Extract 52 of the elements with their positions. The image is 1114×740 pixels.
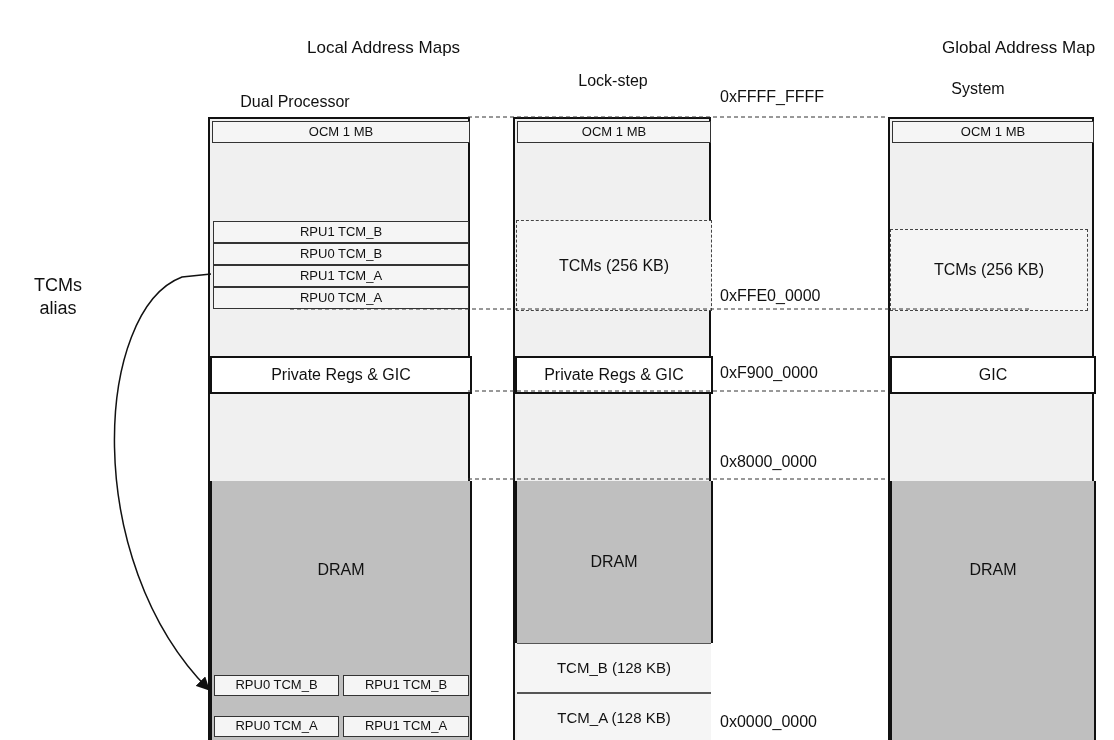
section-heading: Local Address Maps xyxy=(307,38,461,58)
region-label: TCM_B (128 KB) xyxy=(556,659,672,677)
column-title: Dual Processor xyxy=(239,93,351,111)
register-region xyxy=(515,356,713,394)
memory-region xyxy=(212,121,470,143)
dram-region xyxy=(515,481,713,643)
tcm-region xyxy=(517,693,711,740)
memory-region xyxy=(892,121,1094,143)
region-label: GIC xyxy=(978,366,1008,384)
dram-region xyxy=(210,481,472,740)
region-label: TCM_A (128 KB) xyxy=(557,709,671,727)
tcm-alias-region xyxy=(890,229,1088,311)
region-label: Private Regs & GIC xyxy=(271,366,411,384)
column-title: System xyxy=(950,80,1006,98)
register-region xyxy=(210,356,472,394)
address-label: 0x0000_0000 xyxy=(720,713,817,731)
memory-region xyxy=(213,243,469,265)
region-label: RPU1 TCM_B xyxy=(364,678,448,693)
region-label: RPU0 TCM_B xyxy=(299,246,383,262)
region-label: RPU0 TCM_B xyxy=(235,678,318,693)
tcm-alias-region xyxy=(516,220,712,311)
region-label: DRAM xyxy=(317,561,365,579)
region-label: OCM 1 MB xyxy=(581,124,647,140)
column-title: Lock-step xyxy=(577,72,649,90)
edge-label: TCMs alias xyxy=(33,274,83,321)
region-label: Private Regs & GIC xyxy=(544,366,684,384)
memory-region xyxy=(343,675,469,696)
region-label: RPU1 TCM_A xyxy=(299,268,383,284)
memory-region xyxy=(213,287,469,309)
memory-region xyxy=(214,675,339,696)
dram-region xyxy=(890,481,1096,740)
memory-region xyxy=(213,265,469,287)
region-label: RPU1 TCM_B xyxy=(299,224,383,240)
memory-region xyxy=(214,716,339,737)
address-label: 0xFFFF_FFFF xyxy=(720,88,824,106)
memory-region xyxy=(213,221,469,243)
region-label: RPU0 TCM_A xyxy=(235,719,318,734)
region-label: RPU0 TCM_A xyxy=(299,290,383,306)
region-label: DRAM xyxy=(590,553,638,571)
region-label: OCM 1 MB xyxy=(308,124,374,140)
register-region xyxy=(890,356,1096,394)
section-heading: Global Address Map xyxy=(942,38,1096,58)
region-label: TCMs (256 KB) xyxy=(933,261,1045,279)
curved-arrow xyxy=(113,273,212,691)
region-label: OCM 1 MB xyxy=(960,124,1026,140)
region-label: DRAM xyxy=(969,561,1017,579)
memory-region xyxy=(517,121,711,143)
region-label: RPU1 TCM_A xyxy=(364,719,448,734)
region-label: TCMs (256 KB) xyxy=(558,256,670,275)
address-label: 0x8000_0000 xyxy=(720,453,817,471)
memory-region xyxy=(343,716,469,737)
tcm-region xyxy=(517,643,711,693)
